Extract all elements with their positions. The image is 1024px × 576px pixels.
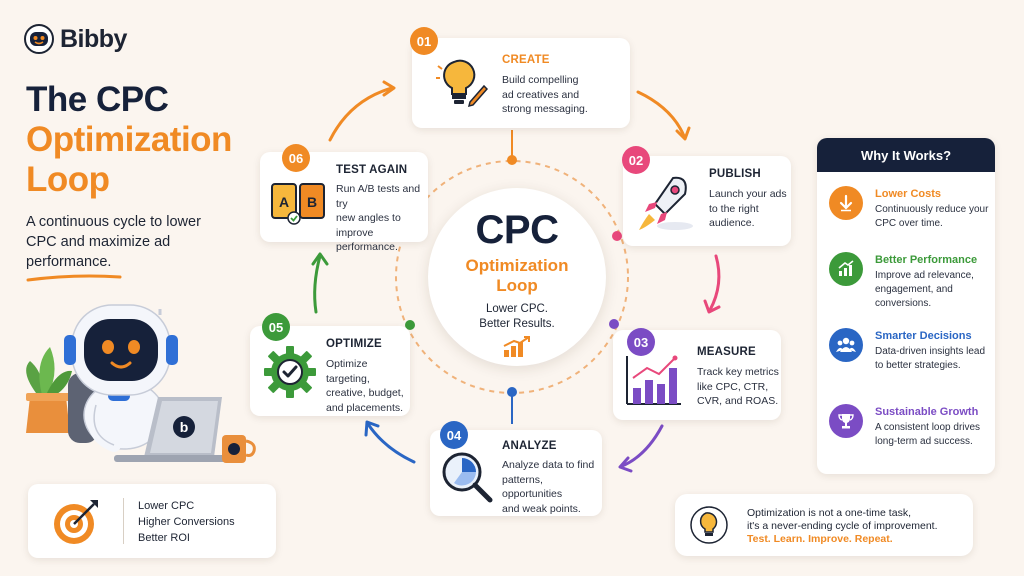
- desc-line: Run A/B tests and try: [336, 183, 421, 210]
- desc-line: Launch your ads: [709, 188, 787, 200]
- note-line: Optimization is not a one-time task,: [747, 507, 911, 519]
- desc-line: new angles to improve: [336, 212, 401, 239]
- svg-text:b: b: [180, 419, 189, 435]
- why-item-title: Smarter Decisions: [875, 330, 972, 342]
- growth-chart-icon: [503, 336, 530, 357]
- desc-line: CVR, and ROAS.: [697, 395, 779, 407]
- why-it-works-panel: Why It Works? Lower Costs Continuously r…: [817, 138, 995, 474]
- note-accent: Test. Learn. Improve. Repeat.: [747, 533, 893, 545]
- desc-line: performance.: [336, 241, 398, 253]
- step-number-badge: 06: [282, 144, 310, 172]
- step-description: Optimize targeting, creative, budget, an…: [326, 357, 410, 415]
- desc-line: audience.: [709, 217, 755, 229]
- why-item-desc: Continuously reduce your CPC over time.: [875, 204, 989, 229]
- step-number-badge: 04: [440, 421, 468, 449]
- step-card-publish: PUBLISH Launch your ads to the right aud…: [623, 156, 791, 246]
- gear-check-icon: [264, 346, 316, 398]
- why-item-title: Lower Costs: [875, 188, 942, 200]
- ab-test-icon: A B: [270, 182, 328, 226]
- why-item-desc: A consistent loop drives long-term ad su…: [875, 422, 981, 447]
- why-item-title: Better Performance: [875, 254, 978, 266]
- step-title: CREATE: [502, 54, 550, 66]
- target-icon: [54, 500, 98, 544]
- step-title: TEST AGAIN: [336, 164, 408, 176]
- step-number-badge: 05: [262, 313, 290, 341]
- step-description: Track key metrics like CPC, CTR, CVR, an…: [697, 365, 779, 409]
- step-number-badge: 02: [622, 146, 650, 174]
- title-line-1: The CPC: [26, 80, 169, 119]
- magnifier-chart-icon: [442, 452, 493, 503]
- people-icon: [829, 328, 863, 362]
- step-title: MEASURE: [697, 346, 756, 358]
- lightbulb-icon: [690, 506, 728, 544]
- why-heading: Why It Works?: [817, 138, 995, 172]
- step-number-badge: 01: [410, 27, 438, 55]
- robot-head-icon: [24, 24, 54, 54]
- benefit-item: Better ROI: [138, 532, 190, 544]
- desc-line: Optimize targeting,: [326, 358, 370, 385]
- page-subtitle: A continuous cycle to lower CPC and maxi…: [26, 214, 201, 270]
- trend-up-icon: [829, 252, 863, 286]
- desc-line: patterns, opportunities: [502, 473, 563, 501]
- step-card-create: CREATE Build compelling ad creatives and…: [412, 38, 630, 128]
- page-title: The CPC Optimization Loop: [26, 80, 306, 200]
- down-arrow-icon: [829, 186, 863, 220]
- step-title: ANALYZE: [502, 440, 557, 452]
- center-tagline-line-2: Better Results.: [479, 318, 555, 330]
- rocket-icon: [639, 176, 693, 230]
- robot-mascot-illustration: b: [26, 304, 256, 463]
- center-tagline-line-1: Lower CPC.: [486, 303, 548, 315]
- desc-line: creative, budget,: [326, 387, 404, 399]
- step-number-badge: 03: [627, 328, 655, 356]
- step-title: OPTIMIZE: [326, 338, 382, 350]
- benefits-card: Lower CPC Higher Conversions Better ROI: [28, 484, 276, 558]
- center-title: CPC: [475, 208, 559, 252]
- improvement-note-card: Optimization is not a one-time task, it'…: [675, 494, 973, 556]
- why-item-desc: Improve ad relevance, engagement, and co…: [875, 270, 974, 309]
- laptop-icon: b: [114, 397, 226, 462]
- step-card-optimize: OPTIMIZE Optimize targeting, creative, b…: [250, 326, 410, 416]
- subtitle-underline: [26, 274, 122, 282]
- step-description: Build compelling ad creatives and strong…: [502, 73, 588, 117]
- step-description: Analyze data to find patterns, opportuni…: [502, 458, 602, 516]
- desc-line: strong messaging.: [502, 103, 588, 115]
- step-description: Run A/B tests and try new angles to impr…: [336, 182, 428, 255]
- center-subtitle: Optimization Loop: [428, 256, 606, 296]
- center-hub: CPC Optimization Loop Lower CPC. Better …: [428, 188, 606, 366]
- desc-line: and weak points.: [502, 502, 581, 515]
- desc-line: like CPC, CTR,: [697, 380, 769, 393]
- desc-line: ad creatives and: [502, 88, 580, 101]
- center-subtitle-line-2: Loop: [496, 276, 538, 295]
- desc-line: to the right: [709, 202, 759, 215]
- title-line-3: Loop: [26, 160, 110, 199]
- step-title: PUBLISH: [709, 168, 761, 180]
- benefits-list: Lower CPC Higher Conversions Better ROI: [138, 498, 235, 546]
- note-text: Optimization is not a one-time task, it'…: [747, 507, 967, 546]
- brand-logo: Bibby: [24, 24, 127, 54]
- step-description: Launch your ads to the right audience.: [709, 187, 787, 231]
- desc-line: Analyze data to find: [502, 459, 595, 471]
- note-line: it's a never-ending cycle of improvement…: [747, 520, 938, 532]
- desc-line: Track key metrics: [697, 366, 779, 378]
- desc-line: Build compelling: [502, 74, 579, 86]
- bar-chart-icon: [626, 355, 681, 405]
- why-item-desc: Data-driven insights lead to better stra…: [875, 346, 986, 371]
- benefit-item: Lower CPC: [138, 500, 195, 512]
- divider: [123, 498, 124, 544]
- title-line-2: Optimization: [26, 120, 232, 159]
- center-tagline: Lower CPC. Better Results.: [428, 302, 606, 332]
- lightbulb-pencil-icon: [436, 59, 488, 108]
- benefit-item: Higher Conversions: [138, 516, 235, 528]
- plant-icon: [26, 347, 72, 433]
- desc-line: and placements.: [326, 401, 404, 414]
- brand-name: Bibby: [60, 24, 127, 53]
- svg-text:A: A: [279, 194, 289, 210]
- why-item-title: Sustainable Growth: [875, 406, 979, 418]
- center-subtitle-line-1: Optimization: [465, 256, 569, 275]
- trophy-icon: [829, 404, 863, 438]
- mug-icon: [222, 435, 256, 463]
- svg-text:B: B: [307, 194, 317, 210]
